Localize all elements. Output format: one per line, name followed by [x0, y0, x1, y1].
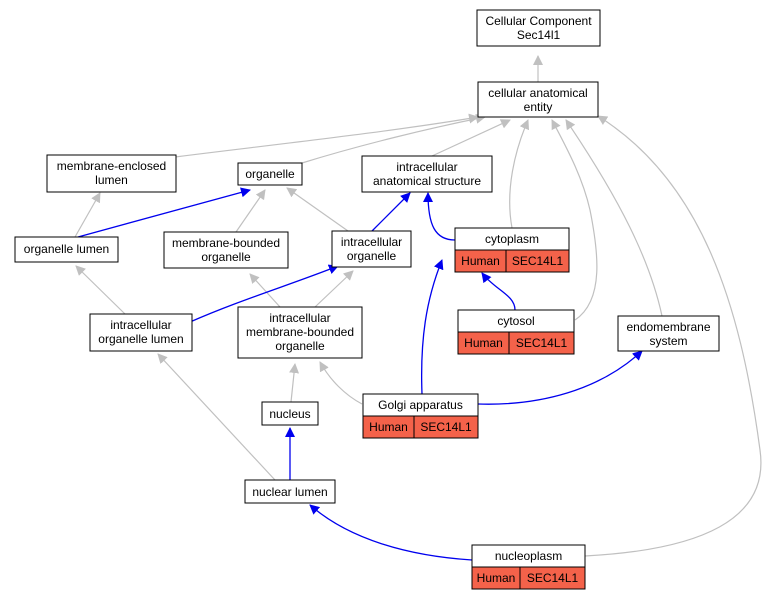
is-a-edges — [74, 55, 762, 557]
edge-mel-cae — [174, 113, 479, 158]
edge-mbo-organelle — [235, 189, 266, 233]
node-intracellular-membrane-bounded-organelle[interactable]: intracellular membrane-bounded organelle — [237, 306, 363, 359]
node-cytosol-label: cytosol — [497, 314, 534, 328]
node-organelle-label: organelle — [245, 167, 295, 181]
nucleoplasm-gene-label: SEC14L1 — [527, 571, 579, 585]
edge-endo-cae — [565, 119, 663, 317]
cytosol-gene-label: SEC14L1 — [516, 336, 568, 350]
golgi-species-label: Human — [369, 420, 408, 434]
nucleoplasm-species-label: Human — [477, 571, 516, 585]
node-organelle-lumen[interactable]: organelle lumen — [14, 236, 119, 263]
edge-golgi-cytoplasm — [421, 259, 444, 395]
node-endo-line2: system — [649, 334, 687, 348]
node-membrane-enclosed-lumen[interactable]: membrane-enclosed lumen — [46, 154, 177, 193]
edge-golgi-imbo — [319, 361, 363, 405]
node-cellular-anatomical-entity[interactable]: cellular anatomical entity — [477, 81, 599, 118]
node-io-line1: intracellular — [341, 235, 402, 249]
edge-io-ias — [371, 192, 411, 232]
edge-imbo-io — [314, 270, 354, 308]
edge-ias-cae — [431, 119, 511, 157]
node-iol-line2: organelle lumen — [98, 332, 183, 346]
edge-imbo-mbo — [249, 273, 281, 308]
edge-iol-ol — [75, 265, 126, 315]
node-nl-label: nuclear lumen — [252, 485, 327, 499]
node-nucleus-label: nucleus — [269, 407, 310, 421]
node-endo-line1: endomembrane — [626, 320, 710, 334]
edge-cytosol-cytoplasm — [481, 272, 516, 311]
edge-ol-organelle — [77, 187, 251, 238]
node-cae-line2: entity — [524, 100, 553, 114]
node-nucleus[interactable]: nucleus — [261, 401, 319, 426]
node-root-line2: Sec14l1 — [517, 28, 561, 42]
golgi-gene-label: SEC14L1 — [420, 420, 472, 434]
node-endomembrane-system[interactable]: endomembrane system — [617, 315, 720, 352]
node-root-line1: Cellular Component — [485, 14, 592, 28]
node-membrane-bounded-organelle[interactable]: membrane-bounded organelle — [163, 231, 289, 269]
node-cytosol[interactable]: cytosol Human SEC14L1 — [457, 309, 575, 355]
node-mel-line2: lumen — [95, 173, 128, 187]
node-mel-line1: membrane-enclosed — [57, 159, 166, 173]
node-intracellular-organelle[interactable]: intracellular organelle — [331, 230, 412, 268]
node-ias-line2: anatomical structure — [373, 174, 481, 188]
edge-nucleus-imbo — [289, 363, 300, 403]
edge-cytoplasm-cae — [509, 119, 530, 229]
node-golgi-apparatus[interactable]: Golgi apparatus Human SEC14L1 — [362, 393, 479, 439]
edge-cytoplasm-ias — [423, 192, 456, 241]
node-intracellular-anatomical-structure[interactable]: intracellular anatomical structure — [361, 155, 493, 193]
part-of-edges — [77, 187, 643, 561]
edge-nl-iol — [157, 353, 276, 481]
node-root[interactable]: Cellular Component Sec14l1 — [476, 9, 601, 47]
node-cytoplasm-label: cytoplasm — [485, 232, 539, 246]
edge-io-organelle — [286, 187, 349, 232]
node-ias-line1: intracellular — [396, 160, 457, 174]
node-cytoplasm[interactable]: cytoplasm Human SEC14L1 — [454, 227, 570, 273]
node-golgi-label: Golgi apparatus — [378, 398, 463, 412]
node-imbo-line2: membrane-bounded — [246, 325, 354, 339]
edge-cytosol-cae — [551, 119, 598, 321]
edge-ol-mel — [74, 192, 101, 238]
node-cae-line1: cellular anatomical — [488, 86, 587, 100]
edge-nucleoplasm-nl — [309, 504, 473, 561]
node-io-line2: organelle — [347, 249, 397, 263]
node-nuclear-lumen[interactable]: nuclear lumen — [244, 479, 336, 504]
node-imbo-line3: organelle — [275, 339, 325, 353]
node-intracellular-organelle-lumen[interactable]: intracellular organelle lumen — [89, 313, 193, 352]
node-mbo-line2: organelle — [201, 250, 251, 264]
node-imbo-line1: intracellular — [269, 311, 330, 325]
node-organelle[interactable]: organelle — [237, 162, 303, 186]
node-mbo-line1: membrane-bounded — [172, 236, 280, 250]
node-nucleoplasm[interactable]: nucleoplasm Human SEC14L1 — [471, 544, 586, 590]
edge-golgi-endo — [477, 350, 643, 405]
cytosol-species-label: Human — [464, 336, 503, 350]
edge-iol-io — [189, 264, 339, 323]
node-iol-line1: intracellular — [110, 318, 171, 332]
edge-organelle-cae — [301, 113, 486, 164]
node-nucleoplasm-label: nucleoplasm — [495, 549, 562, 563]
edge-nucleoplasm-cae — [584, 115, 762, 557]
cytoplasm-gene-label: SEC14L1 — [512, 254, 564, 268]
node-ol-label: organelle lumen — [24, 242, 109, 256]
cytoplasm-species-label: Human — [461, 254, 500, 268]
